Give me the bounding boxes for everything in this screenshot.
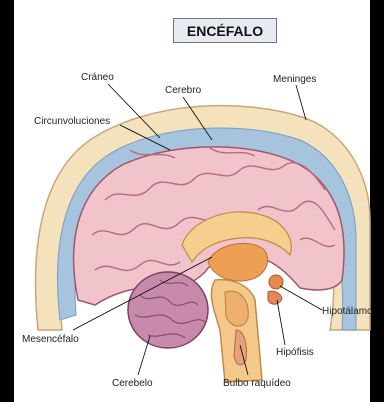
label-circunvoluciones: Circunvoluciones — [34, 116, 110, 127]
label-bulbo-raquideo: Bulbo raquídeo — [223, 378, 291, 389]
label-cerebro: Cerebro — [165, 85, 202, 96]
label-hipofisis: Hipófisis — [276, 347, 314, 358]
label-mesencefalo: Mesencéfalo — [22, 334, 79, 345]
label-hipotalamo: Hipotálamo — [322, 306, 373, 317]
label-meninges: Meninges — [273, 74, 316, 85]
label-craneo: Cráneo — [81, 72, 114, 83]
hipofisis-shape — [268, 291, 282, 304]
diagram-title: ENCÉFALO — [173, 18, 277, 43]
label-cerebelo: Cerebelo — [112, 378, 153, 389]
cerebellum-shape — [128, 272, 208, 348]
